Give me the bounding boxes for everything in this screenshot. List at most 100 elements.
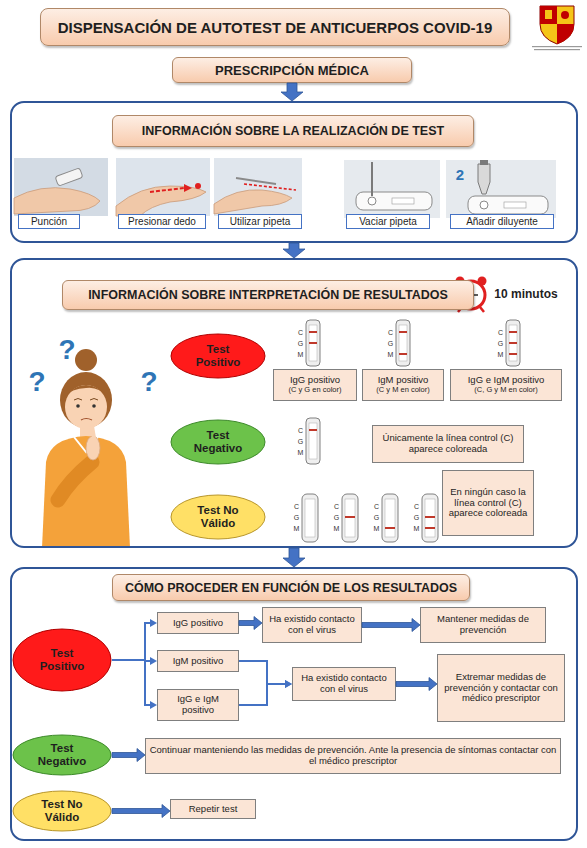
step-photos bbox=[14, 158, 108, 216]
result-box: IgG positivo(C y G en color) bbox=[273, 369, 357, 401]
question-mark: ? bbox=[56, 334, 78, 366]
test-strips bbox=[309, 423, 317, 459]
step-label: Añadir diluyente bbox=[450, 214, 554, 229]
box-text: Test Positivo bbox=[186, 343, 250, 368]
box-text: En ningún caso la línea control (C) apar… bbox=[446, 487, 530, 520]
step-label: Vaciar pipeta bbox=[346, 214, 430, 229]
step-photos bbox=[480, 160, 488, 165]
connector-arrow bbox=[281, 83, 303, 101]
box-text: Test No Válido bbox=[186, 504, 250, 529]
test-strips bbox=[305, 499, 315, 537]
result-ellipse: Test Negativo bbox=[170, 419, 266, 465]
arrow-head bbox=[150, 619, 157, 627]
step-photos bbox=[356, 192, 432, 210]
strip-letter: G bbox=[496, 338, 505, 348]
step-photos bbox=[478, 164, 490, 194]
section-panel: INFORMACIÓN SOBRE LA REALIZACIÓN DE TEST… bbox=[10, 101, 578, 243]
strip-letter: M bbox=[296, 349, 305, 359]
result-box: Ha existido contacto con el virus bbox=[262, 607, 362, 643]
strip-letter: M bbox=[332, 523, 341, 533]
strip-letter: G bbox=[296, 338, 305, 348]
step-photos bbox=[244, 184, 296, 190]
block-arrow bbox=[362, 619, 420, 632]
step-label: Presionar dedo bbox=[118, 214, 206, 229]
result-box: IgG positivo bbox=[157, 612, 239, 634]
box-text: Test Negativo bbox=[186, 429, 250, 454]
step-photos bbox=[14, 158, 556, 218]
test-strips bbox=[309, 331, 317, 333]
connector-line bbox=[239, 684, 286, 705]
step-photos bbox=[150, 188, 184, 192]
test-strips bbox=[309, 342, 317, 344]
connector-line bbox=[239, 661, 286, 684]
ellipse-shape bbox=[13, 735, 111, 775]
section-panel: CÓMO PROCEDER EN FUNCIÓN DE LOS RESULTAD… bbox=[10, 567, 578, 841]
woman-illustration bbox=[92, 404, 96, 408]
box-text: Test Negativo bbox=[30, 742, 94, 767]
test-strips bbox=[345, 516, 355, 518]
block-arrow bbox=[283, 548, 305, 567]
logo-crest bbox=[532, 6, 582, 50]
woman-illustration bbox=[42, 349, 130, 548]
strip-letter: G bbox=[296, 436, 305, 446]
connector-line bbox=[112, 660, 151, 705]
box-text: Repetir test bbox=[189, 804, 238, 815]
woman-illustration bbox=[81, 419, 92, 421]
logo-crest bbox=[540, 6, 557, 24]
step-photos bbox=[14, 188, 100, 214]
result-box: IgM positivo(C y M en color) bbox=[362, 369, 444, 401]
woman-illustration bbox=[74, 399, 98, 401]
step-photos bbox=[184, 184, 192, 192]
box-text: IgG e IgM positivo bbox=[468, 375, 545, 386]
box-text: Únicamente la línea control (C) aparece … bbox=[376, 433, 520, 455]
connector-arrow bbox=[112, 749, 145, 762]
logo-crest bbox=[545, 10, 552, 19]
arrow-head bbox=[150, 701, 157, 709]
result-box: IgG e IgM positivo(C, G y M en color) bbox=[450, 369, 562, 401]
test-strips bbox=[509, 325, 517, 361]
box-text: Extremar medidas de prevención y contact… bbox=[441, 672, 561, 705]
connector-arrow bbox=[362, 619, 420, 632]
result-ellipse: Test No Válido bbox=[12, 790, 112, 832]
strip-letter: M bbox=[496, 349, 505, 359]
box-text: IgM positivo bbox=[378, 375, 429, 386]
step-photos bbox=[368, 197, 376, 205]
result-ellipse: Test No Válido bbox=[170, 494, 266, 540]
logo-crest bbox=[534, 49, 580, 50]
connector-arrow bbox=[112, 660, 157, 709]
box-text: Punción bbox=[31, 217, 67, 227]
logo-crest bbox=[561, 11, 569, 19]
section-header: INFORMACIÓN SOBRE LA REALIZACIÓN DE TEST bbox=[112, 115, 474, 147]
test-strips bbox=[345, 499, 355, 537]
strip-letter: C bbox=[496, 327, 505, 337]
step-photos bbox=[116, 186, 206, 216]
box-text: PRESCRIPCIÓN MÉDICA bbox=[215, 63, 369, 78]
connector-arrow bbox=[239, 661, 292, 688]
result-ellipse: Test Negativo bbox=[12, 734, 112, 776]
connector-arrow bbox=[112, 657, 157, 665]
connector-line bbox=[112, 623, 151, 660]
result-box: IgG e IgM positivo bbox=[157, 689, 239, 721]
step-label: Punción bbox=[18, 214, 80, 229]
strip-letter: G bbox=[292, 512, 301, 522]
step-photos bbox=[504, 202, 526, 208]
step-photos bbox=[195, 183, 201, 189]
box-text: IgG positivo bbox=[290, 375, 340, 386]
question-mark: ? bbox=[138, 366, 160, 398]
test-strips bbox=[422, 494, 438, 542]
woman-illustration bbox=[63, 385, 109, 398]
connector-arrow bbox=[112, 619, 157, 660]
connector-line bbox=[112, 660, 151, 661]
block-arrow bbox=[112, 749, 145, 762]
step-photos bbox=[214, 158, 302, 216]
arrow-head bbox=[285, 680, 292, 688]
timer-clock bbox=[480, 307, 484, 312]
box-text: Mantener medidas de prevención bbox=[424, 614, 542, 636]
logo-crest bbox=[532, 46, 582, 47]
ellipse-shape bbox=[13, 791, 111, 831]
woman-illustration bbox=[58, 462, 92, 500]
block-arrow bbox=[283, 243, 305, 258]
connector-arrow bbox=[112, 805, 170, 818]
